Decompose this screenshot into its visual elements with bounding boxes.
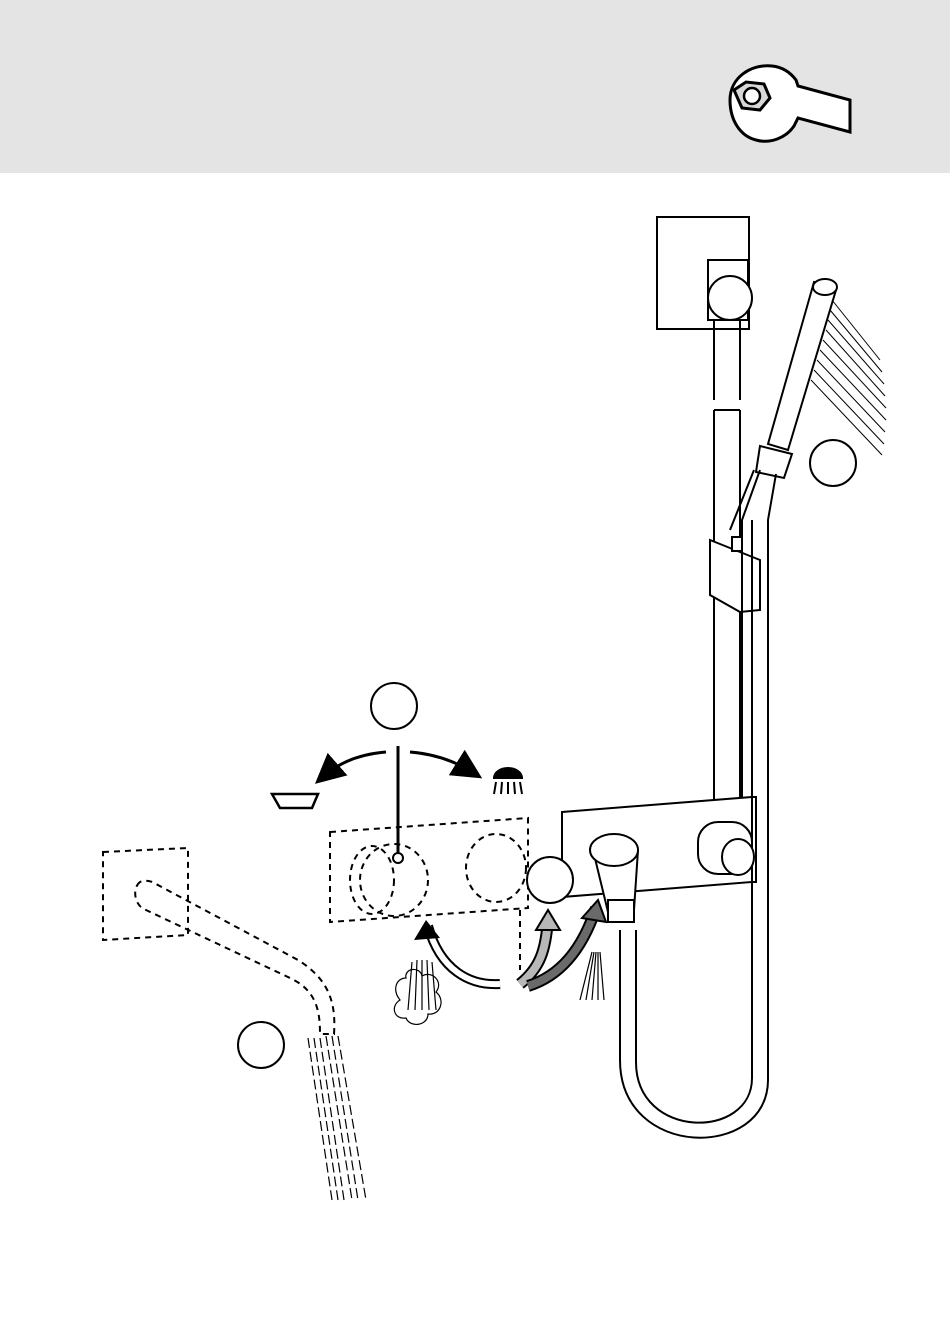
bath-spout-water xyxy=(308,1036,366,1200)
bath-spout xyxy=(103,848,334,1034)
callout-top-handshower xyxy=(810,440,856,486)
callout-diverter xyxy=(371,683,417,729)
callout-mixer-outlet xyxy=(527,857,573,903)
shower-head-icon xyxy=(494,768,522,794)
callout-bath-spout xyxy=(238,1022,284,1068)
flow-arrows xyxy=(414,900,606,986)
slide-rail xyxy=(714,410,740,840)
wall-bracket-top xyxy=(657,217,752,400)
hose-spray-icon xyxy=(580,952,604,1000)
bathtub-icon xyxy=(272,794,318,808)
bath-fill-spray-icon xyxy=(394,960,441,1024)
wall-outlet-plate xyxy=(562,797,756,922)
concealed-mixer xyxy=(330,818,528,970)
